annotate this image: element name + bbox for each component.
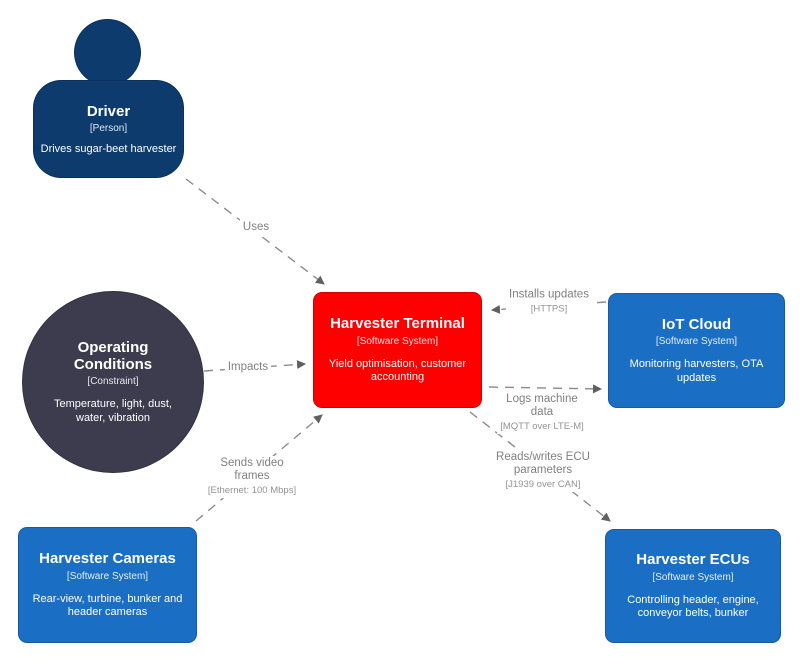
element-description: Rear-view, turbine, bunker and header ca… xyxy=(32,592,183,619)
person-head-icon xyxy=(74,19,141,86)
element-type: [Software System] xyxy=(652,571,734,583)
uses-relationship-label: Uses xyxy=(239,216,273,236)
element-description: Drives sugar-beet harvester xyxy=(40,143,177,156)
logs-machine-data-relationship-label: Logs machine data [MQTT over LTE-M] xyxy=(497,392,587,434)
impacts-relationship-label: Impacts xyxy=(224,356,272,376)
relationship-label-text: Uses xyxy=(242,221,270,233)
element-type: [Software System] xyxy=(655,336,738,348)
element-type: [Person] xyxy=(89,123,128,135)
element-driver-body: Driver [Person] Drives sugar-beet harves… xyxy=(33,80,184,178)
element-name: Operating Conditions xyxy=(73,338,153,374)
element-operating-conditions: Operating Conditions [Constraint] Temper… xyxy=(22,291,204,473)
element-harvester-terminal: Harvester Terminal [Software System] Yie… xyxy=(313,292,482,408)
relationship-label-text: Installs updates xyxy=(509,288,589,301)
reads-writes-ecu-relationship-label: Reads/writes ECU parameters [J1939 over … xyxy=(490,450,596,492)
relationship-label-text: Sends video frames xyxy=(220,457,284,482)
relationship-technology-text: [J1939 over CAN] xyxy=(505,478,581,490)
relationship-label-text: Impacts xyxy=(227,361,269,373)
element-type: [Software System] xyxy=(356,335,439,347)
element-description: Temperature, light, dust, water, vibrati… xyxy=(53,398,172,424)
element-description: Monitoring harvesters, OTA updates xyxy=(629,358,764,384)
element-name: IoT Cloud xyxy=(661,315,732,333)
relationship-technology-text: [MQTT over LTE-M] xyxy=(500,420,584,432)
element-iot-cloud: IoT Cloud [Software System] Monitoring h… xyxy=(608,293,785,408)
element-description: Controlling header, engine, conveyor bel… xyxy=(627,593,759,620)
sends-video-frames-relationship-label: Sends video frames [Ethernet: 100 Mbps] xyxy=(204,456,300,498)
logs-machine-data-relationship-line xyxy=(488,384,602,394)
element-driver: Driver [Person] Drives sugar-beet harves… xyxy=(33,12,184,178)
element-type: [Software System] xyxy=(66,570,149,582)
element-name: Driver xyxy=(86,103,131,121)
element-description: Yield optimisation, customer accounting xyxy=(328,357,467,384)
element-name: Harvester ECUs xyxy=(636,551,750,569)
element-name: Harvester Cameras xyxy=(39,550,176,568)
element-type: [Constraint] xyxy=(87,376,139,388)
element-name: Harvester Terminal xyxy=(330,315,465,333)
element-harvester-ecus: Harvester ECUs [Software System] Control… xyxy=(605,529,781,643)
relationship-label-text: Logs machine data xyxy=(506,393,578,418)
relationship-technology-text: [HTTPS] xyxy=(530,303,568,315)
relationship-technology-text: [Ethernet: 100 Mbps] xyxy=(207,484,297,496)
relationship-label-text: Reads/writes ECU parameters xyxy=(496,451,590,476)
element-harvester-cameras: Harvester Cameras [Software System] Rear… xyxy=(18,527,197,643)
installs-updates-relationship-label: Installs updates [HTTPS] xyxy=(506,283,592,317)
